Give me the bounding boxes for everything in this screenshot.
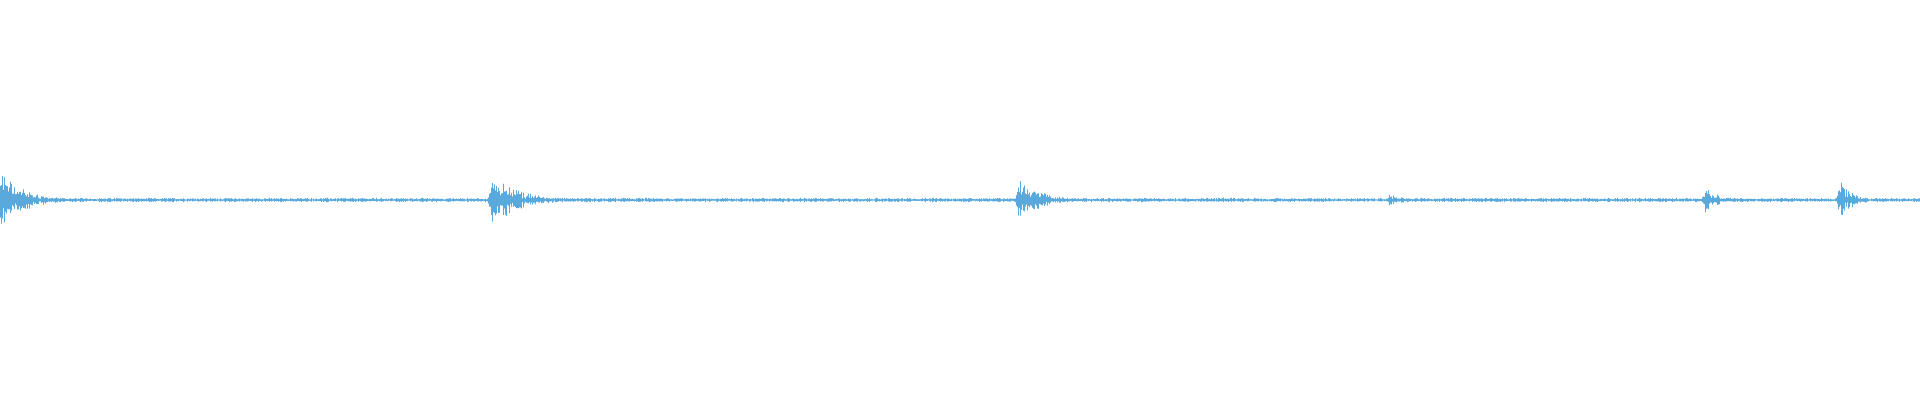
waveform-trace: [0, 176, 1920, 224]
